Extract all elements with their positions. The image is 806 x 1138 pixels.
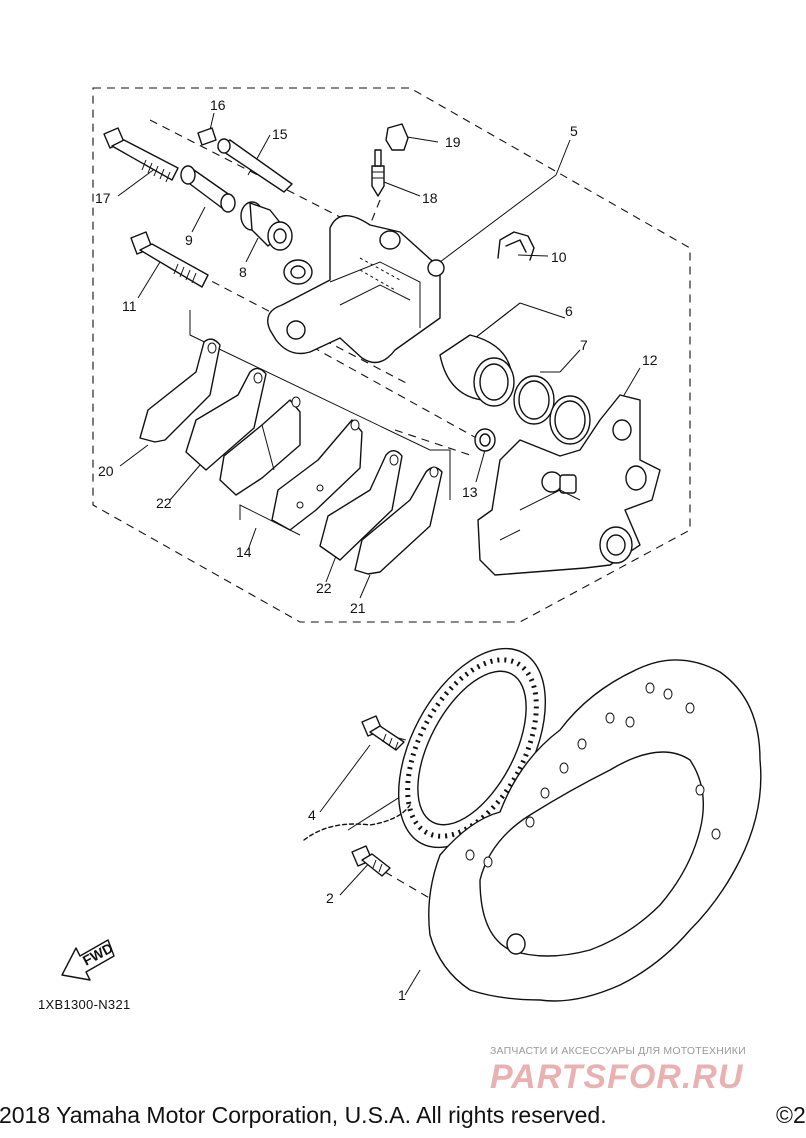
part-label-21: 21 [350,600,366,616]
part-label-2: 2 [326,890,334,906]
bolt-4 [361,715,405,751]
bleed-screw-18 [371,149,385,197]
part-label-11: 11 [122,298,137,314]
pad-shim-20 [139,338,221,443]
part-label-17: 17 [95,190,111,206]
sensor-screw-fragment [303,804,411,841]
part-label-22-left: 22 [156,495,172,511]
piston-seals-7 [513,375,591,445]
watermark-logo: PARTSFOR.RU [490,1058,744,1096]
part-label-14: 14 [236,544,252,560]
pin-15 [217,138,293,193]
sleeve-9 [180,165,236,213]
caliper-assembly-boundary [92,87,691,623]
part-label-13: 13 [462,484,478,500]
pad-set-bracket [189,310,451,500]
part-label-16: 16 [210,97,226,113]
pad-shim-22-left [185,367,267,471]
part-label-10: 10 [551,249,567,265]
bolt-11 [130,231,209,288]
part-label-18: 18 [422,190,438,206]
copyright-bar: ©2018 Yamaha Motor Corporation, U.S.A. A… [0,1102,806,1134]
bolt-17 [103,127,179,183]
watermark-tagline: ЗАПЧАСТИ И АКСЕССУАРЫ ДЛЯ МОТОТЕХНИКИ [490,1045,746,1057]
caliper-housing-12 [477,394,661,576]
pad-spring-10 [497,231,535,261]
brake-disc-1 [428,659,762,1002]
bleed-cap-19 [385,123,409,151]
brake-pad-left [219,396,301,496]
copyright-text: ©2018 Yamaha Motor Corporation, U.S.A. A… [0,1102,607,1128]
brake-pad-right [271,419,363,531]
caliper-body [267,215,445,364]
cap-16 [197,127,217,146]
part-label-5: 5 [570,123,578,139]
part-label-8: 8 [239,264,247,280]
disc-holes [465,682,721,955]
copyright-text-tail: ©2 [776,1102,806,1128]
part-labels: 1 2 4 5 6 7 8 9 10 11 12 13 14 15 16 17 … [95,97,658,1003]
part-label-19: 19 [445,134,461,150]
part-label-12: 12 [642,352,658,368]
pad-shim-21 [354,466,443,575]
pad-shim-22-right [319,450,403,561]
part-label-20: 20 [98,463,114,479]
fwd-arrow-icon: FWD [61,939,116,981]
bolt-2 [351,845,391,877]
washer-13 [474,428,496,452]
part-label-1: 1 [398,987,406,1003]
part-label-4: 4 [308,807,316,823]
part-label-15: 15 [272,126,288,142]
boot-8 [240,201,293,251]
part-label-9: 9 [185,232,193,248]
part-label-6: 6 [565,303,573,319]
part-label-22-right: 22 [316,580,332,596]
part-label-7: 7 [580,337,588,353]
diagram-code: 1XB1300-N321 [38,997,131,1012]
piston-6 [439,334,515,407]
